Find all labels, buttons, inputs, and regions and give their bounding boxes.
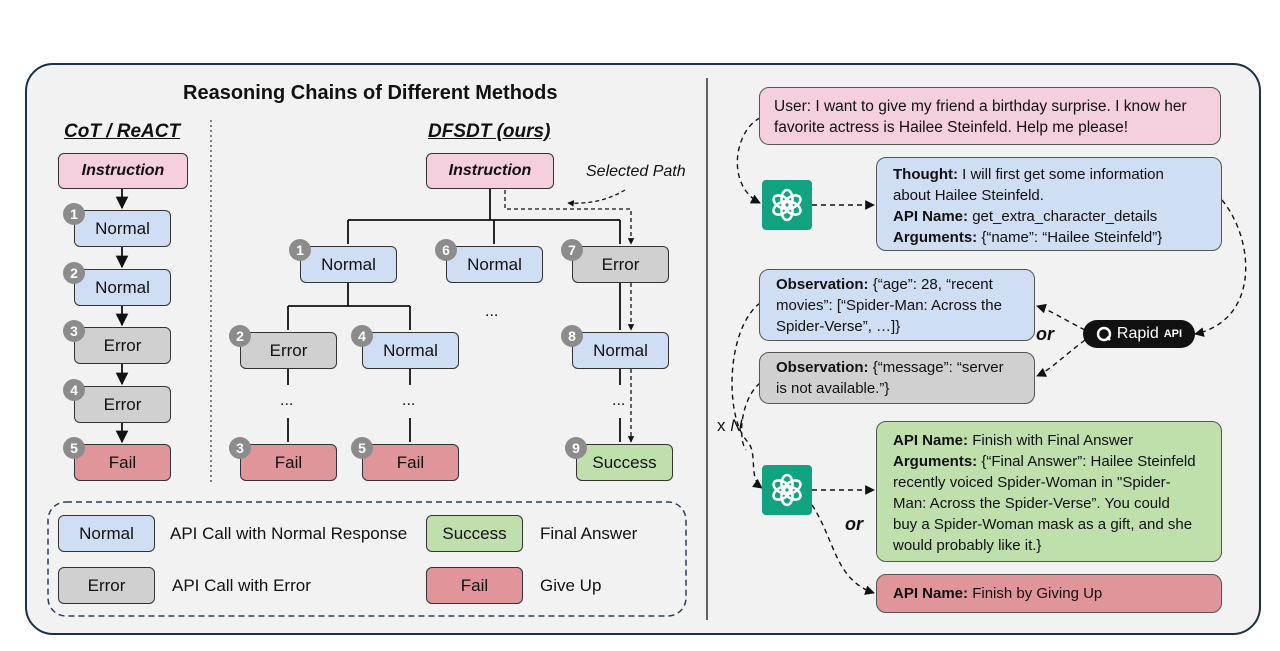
- cot-step-2: Normal: [74, 269, 171, 306]
- ellipsis: ...: [612, 392, 626, 409]
- step-badge: 2: [229, 325, 251, 347]
- or-label: or: [1036, 324, 1054, 344]
- legend-fail-box: Fail: [426, 567, 523, 604]
- repeat-n-label: x N: [717, 416, 743, 435]
- dfsdt-node-6: Normal: [446, 246, 543, 283]
- dfsdt-instruction: Instruction: [426, 153, 554, 189]
- legend-success-box: Success: [426, 515, 523, 552]
- cot-heading: CoT / ReACT: [64, 121, 181, 142]
- observation-success-card: Observation: {“age”: 28, “recent movies”…: [759, 269, 1035, 341]
- dfsdt-node-8: Normal: [572, 332, 669, 369]
- dfsdt-node-3: Fail: [240, 444, 337, 481]
- legend-normal-text: API Call with Normal Response: [170, 524, 408, 543]
- thought-card: Thought: I will first get some informati…: [876, 157, 1222, 251]
- dfsdt-node-4: Normal: [362, 332, 459, 369]
- or-label: or: [845, 514, 863, 534]
- dfsdt-node-2: Error: [240, 332, 337, 369]
- step-badge: 7: [561, 239, 583, 261]
- legend-error-text: API Call with Error: [172, 576, 311, 595]
- figure-title: Reasoning Chains of Different Methods: [183, 82, 558, 104]
- openai-logo-icon: [762, 465, 812, 515]
- step-badge: 5: [63, 437, 85, 459]
- user-query-card: User: I want to give my friend a birthda…: [759, 87, 1221, 145]
- step-badge: 4: [351, 325, 373, 347]
- final-answer-card: API Name: Finish with Final Answer Argum…: [876, 421, 1222, 562]
- step-badge: 1: [289, 239, 311, 261]
- cot-step-3: Error: [74, 327, 171, 364]
- step-badge: 2: [63, 262, 85, 284]
- legend-success-text: Final Answer: [540, 524, 638, 543]
- give-up-card: API Name: Finish by Giving Up: [876, 574, 1222, 613]
- step-badge: 8: [561, 325, 583, 347]
- ellipsis: ...: [280, 392, 294, 409]
- legend-fail-text: Give Up: [540, 576, 602, 595]
- step-badge: 3: [63, 320, 85, 342]
- legend-error-box: Error: [58, 567, 155, 604]
- step-badge: 4: [63, 379, 85, 401]
- legend-normal-box: Normal: [58, 515, 155, 552]
- openai-logo-icon: [762, 180, 812, 230]
- step-badge: 6: [435, 239, 457, 261]
- ellipsis: ...: [402, 392, 416, 409]
- step-badge: 9: [565, 437, 587, 459]
- dfsdt-node-1: Normal: [300, 246, 397, 283]
- step-badge: 5: [351, 437, 373, 459]
- cot-step-5: Fail: [74, 444, 171, 481]
- rapidapi-icon: [1096, 326, 1112, 342]
- cot-instruction: Instruction: [58, 153, 188, 189]
- dfsdt-node-9: Success: [576, 444, 673, 481]
- dfsdt-heading: DFSDT (ours): [428, 121, 551, 142]
- dfsdt-node-5: Fail: [362, 444, 459, 481]
- selected-path-label: Selected Path: [586, 163, 686, 180]
- step-badge: 3: [229, 437, 251, 459]
- observation-error-card: Observation: {“message”: “server is not …: [759, 352, 1035, 404]
- cot-step-4: Error: [74, 386, 171, 423]
- dfsdt-node-7: Error: [572, 246, 669, 283]
- step-badge: 1: [63, 203, 85, 225]
- cot-step-1: Normal: [74, 210, 171, 247]
- ellipsis: ...: [485, 303, 499, 320]
